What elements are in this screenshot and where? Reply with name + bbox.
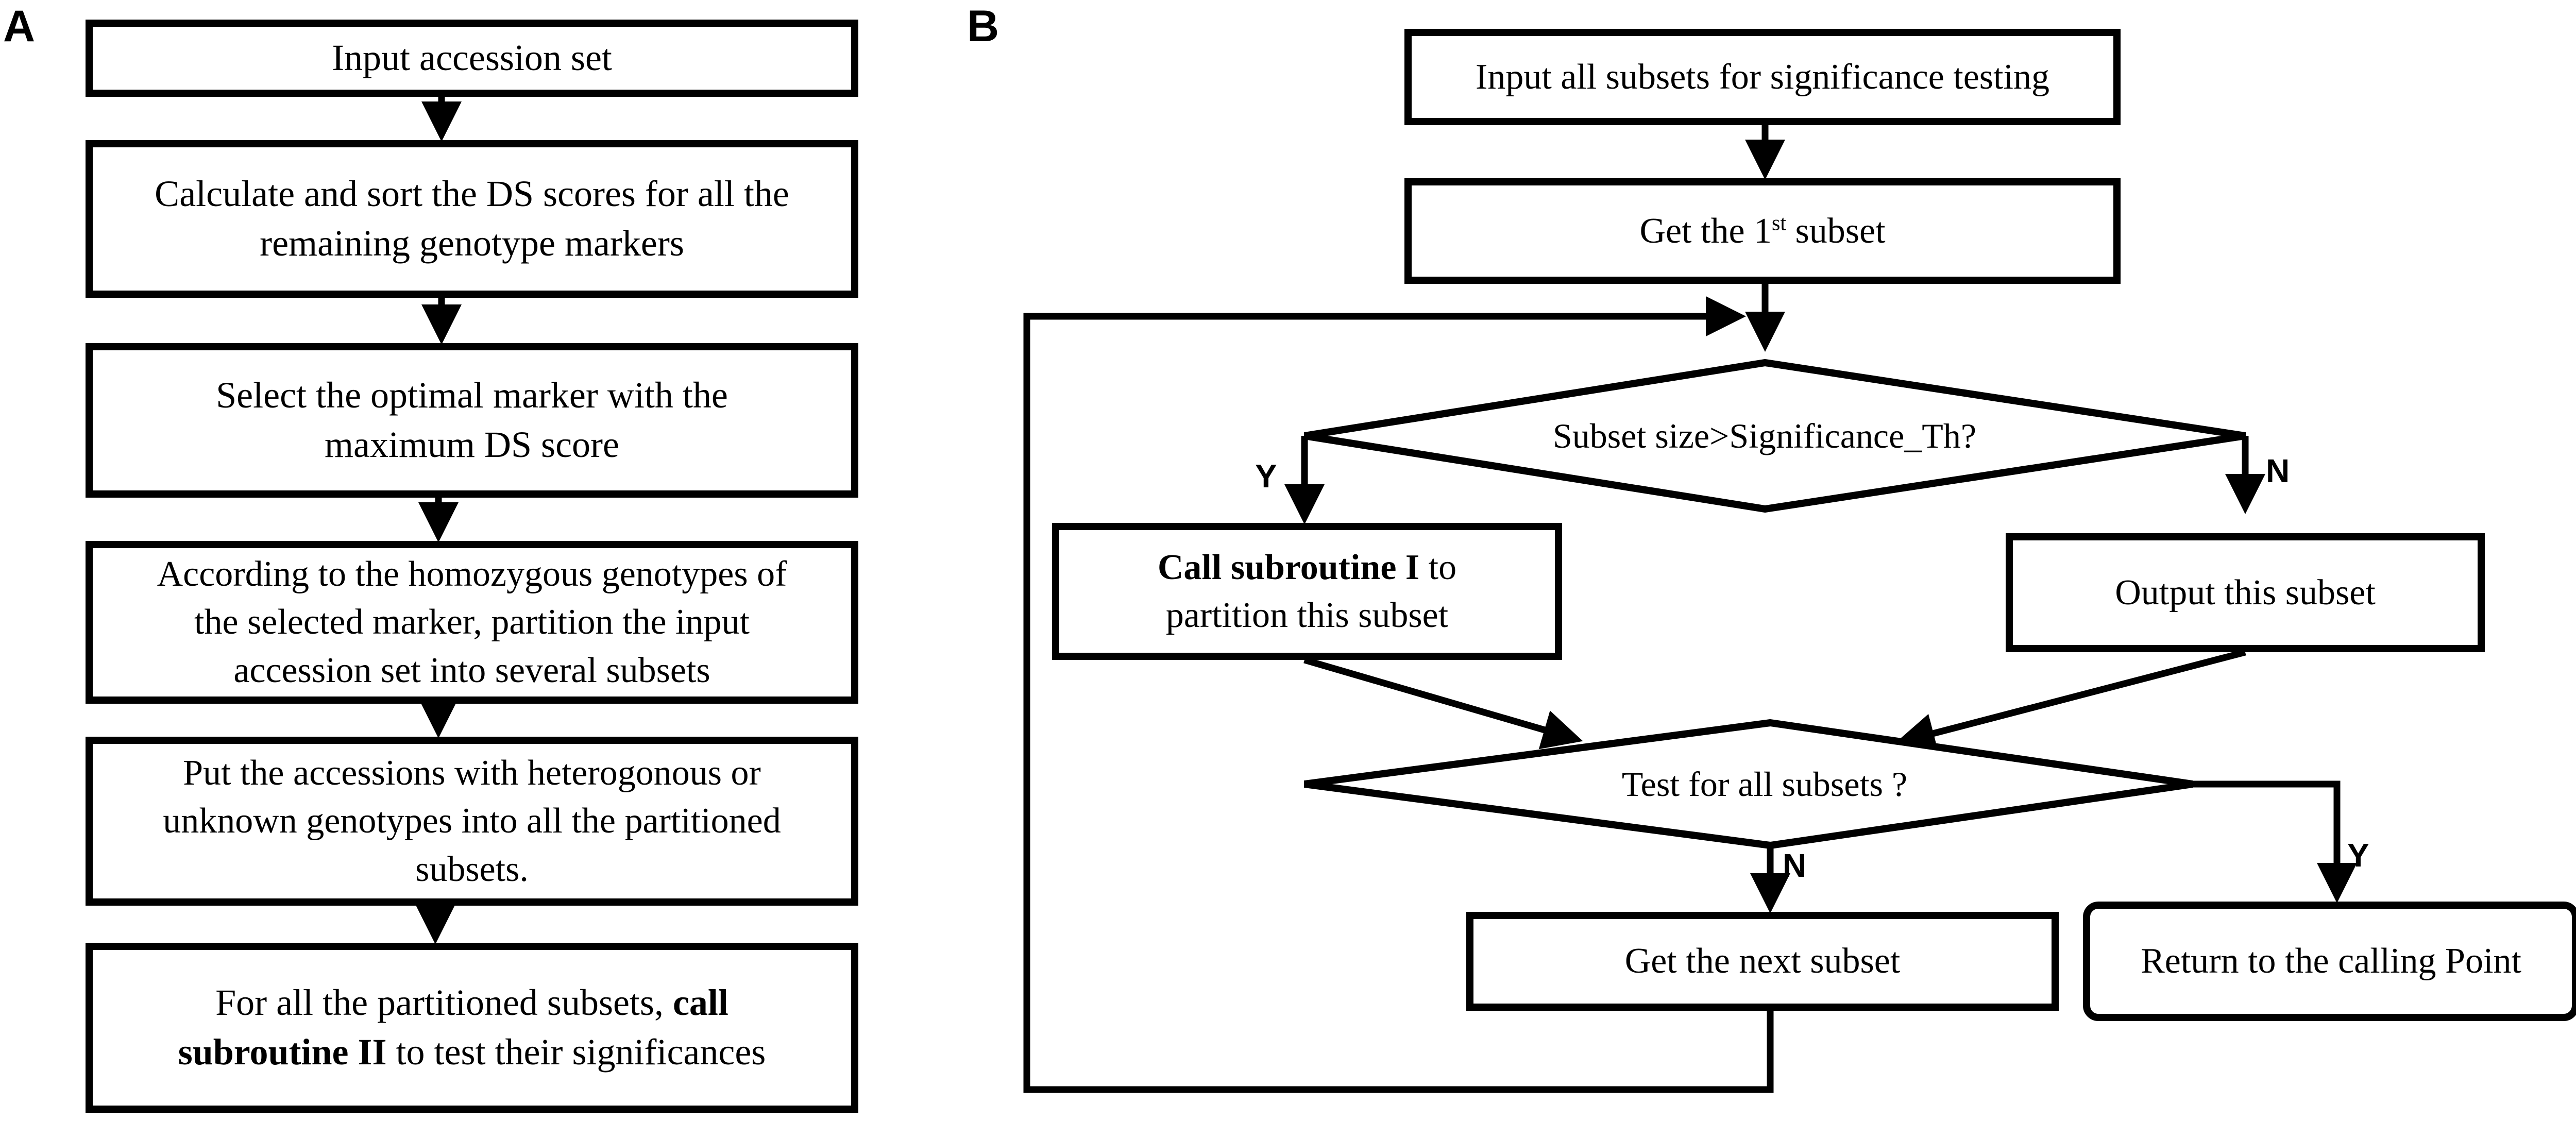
step-call-subroutine-i: Call subroutine I to partition this subs…: [1052, 523, 1562, 660]
step-call-subroutine-ii: For all the partitioned subsets, call su…: [86, 943, 858, 1113]
panel-b-label: B: [967, 2, 999, 51]
step-input-accession-set: Input accession set: [86, 20, 858, 97]
branch-label-testall-yes: Y: [2347, 837, 2369, 874]
step-get-first-subset: Get the 1st subset: [1404, 178, 2121, 284]
arrow-output-to-testall: [1894, 649, 2246, 753]
branch-label-size-yes: Y: [1255, 457, 1277, 495]
step-calculate-ds-scores: Calculate and sort the DS scores for all…: [86, 140, 858, 298]
decision-test-all-text: Test for all subsets ?: [1621, 764, 1908, 804]
step-get-next-subset: Get the next subset: [1466, 912, 2059, 1011]
step-output-this-subset: Output this subset: [2006, 533, 2485, 652]
panel-a-label: A: [3, 2, 36, 51]
branch-label-testall-no: N: [1783, 847, 1807, 884]
step-return-to-calling-point: Return to the calling Point: [2083, 902, 2576, 1021]
decision-subset-size-text: Subset size>Significance_Th?: [1552, 416, 1976, 455]
arrow-testall-yes: [2193, 780, 2357, 903]
step-partition-accession-set: According to the homozygous genotypes of…: [86, 541, 858, 704]
arrow-call-to-testall: [1303, 656, 1583, 750]
decision-size-diamond: [1303, 359, 2246, 513]
step-select-optimal-marker: Select the optimal marker with the maxim…: [86, 343, 858, 498]
loop-back-line: [1023, 296, 1774, 1093]
decision-testall-diamond: [1304, 719, 2194, 850]
step-input-all-subsets: Input all subsets for significance testi…: [1404, 29, 2121, 125]
branch-label-size-no: N: [2266, 452, 2290, 489]
step-assign-heterogonous-accessions: Put the accessions with heterogonous or …: [86, 737, 858, 906]
